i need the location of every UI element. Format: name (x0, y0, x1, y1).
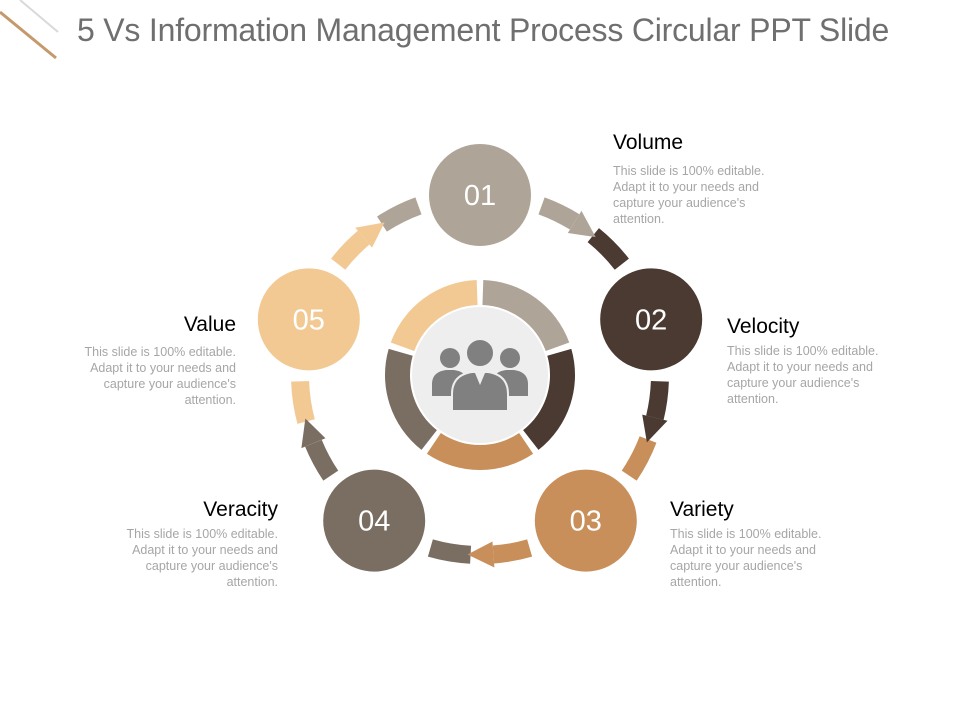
connector-velocity-tail (587, 228, 629, 270)
people-group-icon (432, 338, 528, 412)
stage-desc-value: This slide is 100% editable. Adapt it to… (84, 345, 236, 407)
corner-accent (0, 0, 59, 60)
connector-value-shaft (331, 230, 370, 270)
connector-veracity-tail (427, 539, 472, 564)
connector-volume-shaft (538, 197, 580, 230)
slide-title: 5 Vs Information Management Process Circ… (77, 12, 890, 48)
stage-number-volume: 01 (464, 180, 496, 212)
stage-node-variety (532, 467, 639, 574)
stage-desc-veracity: This slide is 100% editable. Adapt it to… (126, 527, 278, 589)
connector-variety-arrowhead (467, 541, 495, 568)
stage-node-velocity (598, 266, 705, 373)
connector-velocity-arrowhead (642, 414, 668, 443)
stage-number-veracity: 04 (358, 506, 390, 538)
connector-value-arrowhead (355, 222, 385, 248)
connector-veracity-arrowhead (301, 418, 326, 449)
stage-node-volume (427, 142, 533, 248)
donut-segment-volume (482, 280, 570, 352)
stage-number-variety: 03 (570, 506, 602, 538)
donut-segment-variety (426, 433, 534, 471)
connector-volume-tail (377, 197, 422, 232)
stage-node-value (255, 266, 362, 373)
donut-segment-veracity (385, 348, 437, 450)
stage-title-value: Value (183, 313, 236, 336)
connector-veracity-shaft (305, 439, 339, 481)
connector-velocity-shaft (646, 380, 669, 420)
stage-desc-velocity: This slide is 100% editable. Adapt it to… (727, 344, 879, 406)
connector-ring (291, 197, 669, 568)
connector-value-tail (291, 380, 315, 424)
donut-segment-velocity (523, 348, 575, 450)
stage-title-velocity: Velocity (727, 315, 800, 338)
connector-volume-arrowhead (567, 210, 596, 238)
center-donut (385, 280, 575, 471)
stage-title-variety: Variety (670, 498, 734, 521)
connector-variety-shaft (492, 539, 533, 564)
stage-desc-variety: This slide is 100% editable. Adapt it to… (670, 527, 822, 589)
stage-number-velocity: 02 (635, 304, 667, 336)
stage-title-veracity: Veracity (203, 498, 278, 521)
stage-desc-volume: This slide is 100% editable. Adapt it to… (613, 164, 765, 226)
donut-segment-value (390, 280, 478, 352)
stage-number-value: 05 (293, 304, 325, 336)
connector-variety-tail (621, 436, 657, 481)
stage-title-volume: Volume (613, 131, 684, 154)
stage-node-veracity (321, 467, 428, 574)
